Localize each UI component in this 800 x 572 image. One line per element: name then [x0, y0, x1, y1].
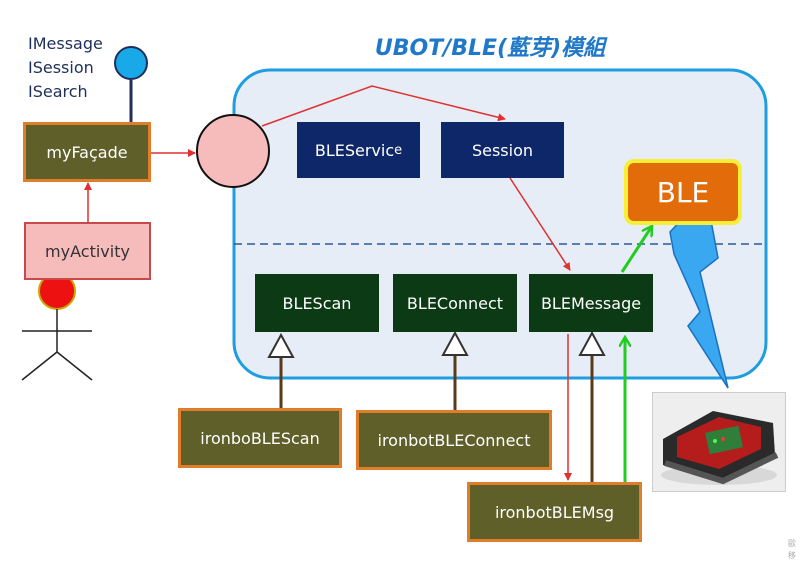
- ble-service-label-tail: e: [394, 142, 403, 158]
- ble-label: BLE: [656, 175, 710, 209]
- activity-label: myActivity: [45, 241, 130, 261]
- interface-label-isearch: ISearch: [28, 82, 88, 101]
- ble-message-label: BLEMessage: [540, 293, 642, 313]
- diagram-title: UBOT/BLE(藍芽)模組: [374, 36, 606, 61]
- session-label: Session: [471, 140, 534, 160]
- activity-box: myActivity: [24, 222, 151, 280]
- facade-box: myFaçade: [23, 122, 151, 182]
- inherit-msg-triangle: [578, 330, 606, 356]
- ironbot-ble-connect-label: ironbotBLEConnect: [377, 430, 531, 450]
- session-box: Session: [441, 122, 564, 178]
- actor-leg-left: [21, 351, 58, 381]
- interface-label-imessage: IMessage: [28, 34, 103, 53]
- arrow-blemessage-to-ble: [620, 226, 652, 273]
- arrow-port-to-session: [261, 85, 506, 127]
- ble-connect-label: BLEConnect: [406, 293, 504, 313]
- robot-photo: [652, 392, 786, 492]
- watermark-line-1: 歐: [788, 539, 796, 548]
- inherit-connect-triangle: [441, 330, 469, 356]
- ble-scan-label: BLEScan: [282, 293, 352, 313]
- ironbot-ble-msg-label: ironbotBLEMsg: [494, 502, 615, 522]
- ironbo-ble-scan-label: ironboBLEScan: [200, 428, 320, 448]
- inherit-scan-triangle: [267, 332, 295, 358]
- ble-service-label: BLEServic: [314, 140, 395, 160]
- ironbot-ble-msg-box: ironbotBLEMsg: [467, 482, 642, 542]
- interface-label-isession: ISession: [28, 58, 94, 77]
- actor-leg-right: [56, 351, 93, 381]
- ble-message-box: BLEMessage: [529, 274, 653, 332]
- port-circle: [196, 114, 270, 188]
- ble-box: BLE: [624, 159, 742, 225]
- robot-image: [653, 393, 785, 491]
- arrow-session-to-blemessage: [509, 177, 571, 271]
- ironbot-ble-connect-box: ironbotBLEConnect: [356, 410, 552, 470]
- interface-ball: [114, 46, 148, 80]
- ble-connect-box: BLEConnect: [393, 274, 517, 332]
- ble-scan-box: BLEScan: [255, 274, 379, 332]
- watermark-line-2: 移: [788, 551, 796, 560]
- ironbo-ble-scan-box: ironboBLEScan: [178, 408, 342, 468]
- facade-label: myFaçade: [46, 142, 128, 162]
